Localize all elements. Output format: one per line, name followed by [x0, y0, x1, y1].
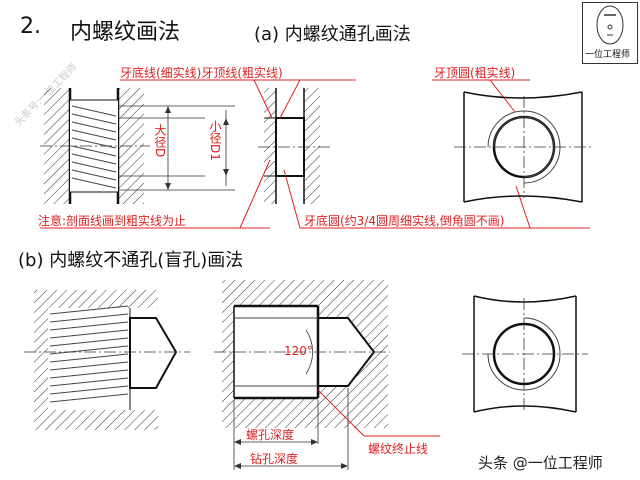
angle-label: 120° [284, 344, 313, 358]
major-diameter-label: 大径D [153, 124, 167, 158]
hole-section-view [258, 88, 330, 204]
minor-diameter-label: 小径D1 [208, 120, 222, 161]
section-b-label: (b) 内螺纹不通孔(盲孔)画法 [18, 250, 244, 271]
bottom-watermark: 头条 @一位工程师 [478, 454, 603, 472]
logo-text: 一位工程师 [585, 50, 631, 60]
blind-hole-end-view [462, 295, 588, 413]
title-number: 2. [20, 14, 41, 39]
crest-circle-label: 牙顶圆(粗实线) [434, 66, 516, 80]
drill-depth-label: 钻孔深度 [250, 452, 299, 466]
leader-lines-a [40, 79, 590, 229]
thread-end-line-label: 螺纹终止线 [368, 442, 429, 456]
blind-hole-section-view [24, 290, 190, 430]
thread-depth-label: 螺孔深度 [246, 428, 295, 442]
section-a-label: (a) 内螺纹通孔画法 [254, 24, 411, 45]
logo-box: 一位工程师 [582, 2, 638, 64]
logo-mark-icon [596, 5, 624, 45]
blind-hole-dimension-view [214, 280, 440, 470]
root-circle-label: 牙底圆(约3/4圆周细实线,倒角圆不画) [304, 214, 505, 228]
root-crest-lines-label: 牙底线(细实线)牙顶线(粗实线) [120, 66, 283, 80]
diameter-dimensions [118, 105, 235, 191]
title-text: 内螺纹画法 [70, 20, 181, 45]
note-label: 注意:剖面线画到粗实线为止 [38, 214, 187, 228]
through-hole-section-view [40, 88, 150, 204]
through-hole-end-view [454, 91, 594, 203]
